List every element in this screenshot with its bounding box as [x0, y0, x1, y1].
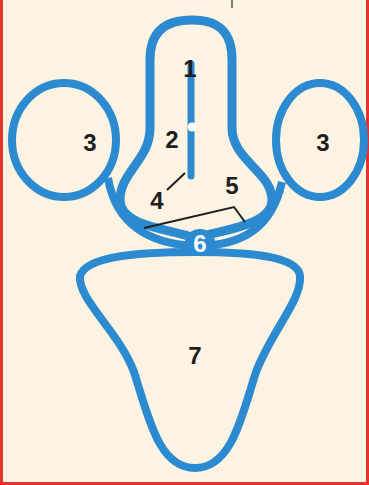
frame-tick [231, 0, 233, 8]
callout-number: 3 [316, 131, 329, 155]
leader-line [167, 173, 185, 190]
side-vesicle [276, 83, 364, 197]
side-vesicle [12, 83, 116, 197]
large-sac [80, 252, 300, 468]
callout-number: 2 [165, 128, 178, 152]
callout-number: 4 [150, 189, 163, 213]
central-tube [120, 20, 272, 237]
callout-number: 3 [83, 131, 96, 155]
canal-dot [188, 123, 197, 132]
frame-edge [0, 0, 3, 485]
frame-edge [366, 0, 369, 485]
callout-number: 5 [225, 174, 238, 198]
callout-number: 6 [193, 232, 206, 256]
callout-number: 1 [183, 57, 196, 81]
callout-number: 7 [188, 344, 201, 368]
frame-edge [0, 482, 369, 485]
blue-blob [185, 229, 215, 255]
